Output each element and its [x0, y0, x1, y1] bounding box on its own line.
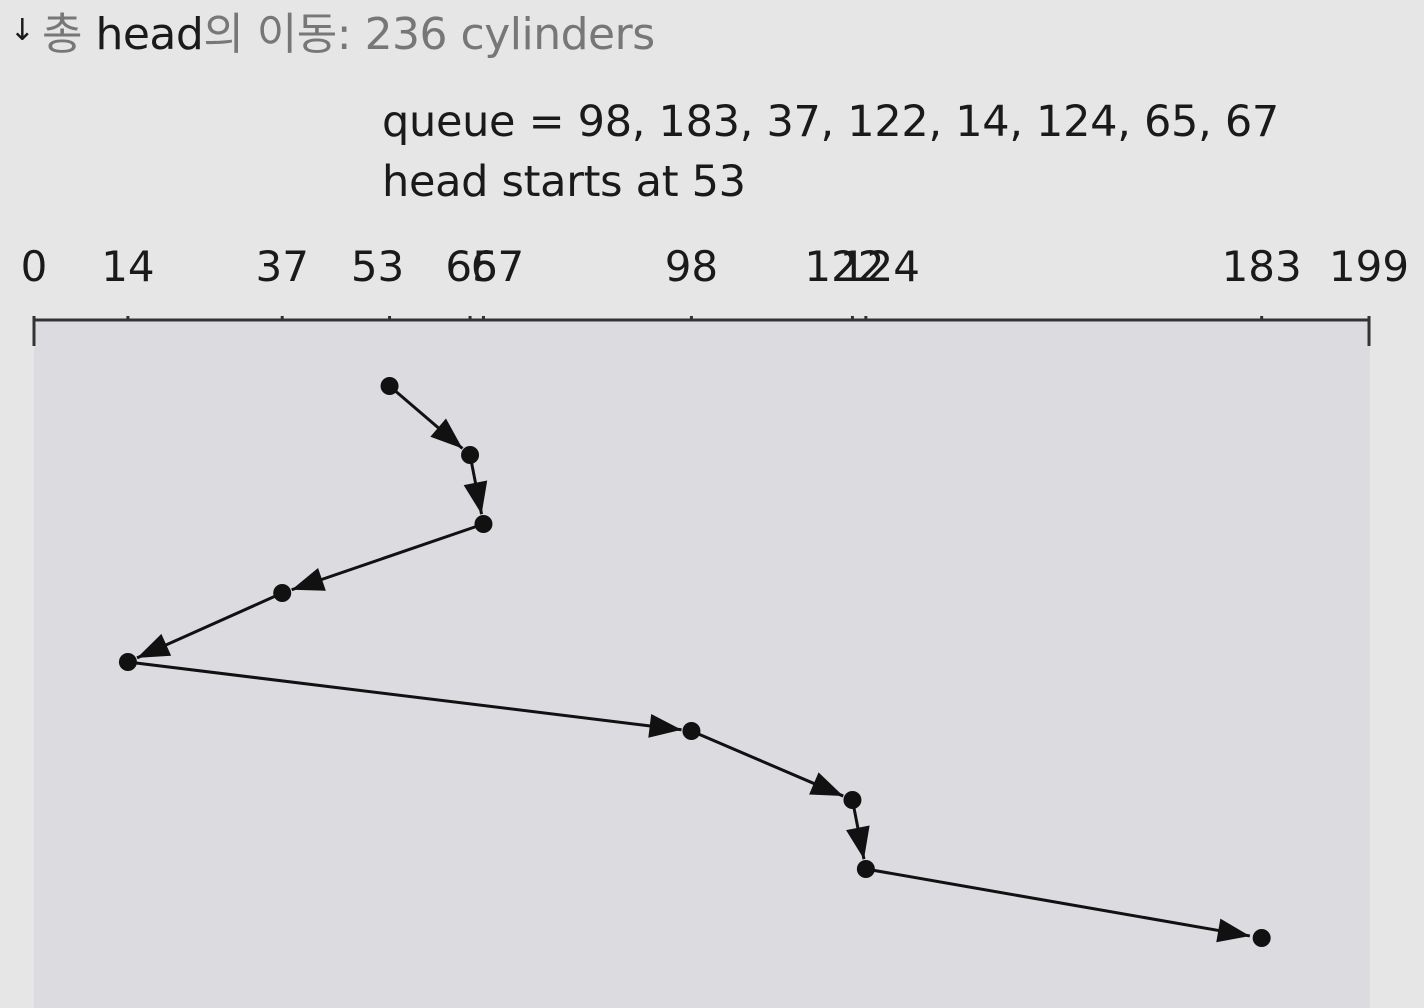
head-position-point [856, 860, 875, 878]
path-arrowhead [648, 713, 682, 738]
axis-tick-label: 14 [101, 242, 154, 291]
head-position-point [682, 722, 701, 740]
path-arrowhead [430, 418, 463, 449]
arrow-down-icon: ↓ [9, 12, 35, 48]
bullet-keyword: head [95, 9, 204, 60]
path-arrowhead [809, 772, 844, 797]
head-position-point [273, 584, 292, 602]
axis-tick-label: 199 [1329, 242, 1409, 291]
path-segment [865, 867, 1251, 938]
queue-info: queue = 98, 183, 37, 122, 14, 124, 65, 6… [382, 92, 1279, 212]
axis-tick-label: 53 [351, 242, 404, 291]
head-position-point [1252, 929, 1271, 947]
head-position-point [380, 377, 399, 395]
bullet-text: 총 head의 이동: 236 cylinders [42, 0, 655, 62]
path-arrowhead [846, 825, 870, 860]
axis-tick-label: 65 [445, 242, 498, 291]
head-position-point [474, 515, 493, 533]
axis-tick-label: 0 [21, 242, 48, 291]
path-segment [127, 660, 682, 732]
bullet-suffix: 의 이동: 236 cylinders [203, 9, 655, 60]
axis-tick-label: 183 [1222, 242, 1302, 291]
head-position-point [461, 446, 480, 464]
queue-label: queue = 98, 183, 37, 122, 14, 124, 65, 6… [382, 97, 1279, 147]
axis-tick-label: 124 [840, 242, 920, 291]
head-movement-path [118, 377, 1271, 947]
path-arrowhead [137, 633, 172, 658]
bullet-prefix: 총 [42, 9, 96, 60]
axis-tick-label: 37 [255, 242, 308, 291]
path-segment [291, 522, 484, 592]
diagram-background [34, 322, 1370, 1008]
head-position-point [118, 653, 137, 671]
head-start-label: head starts at 53 [382, 157, 746, 207]
path-arrowhead [463, 480, 488, 515]
head-position-point [843, 791, 862, 809]
axis-tick-label: 98 [665, 242, 718, 291]
path-arrowhead [291, 568, 326, 591]
path-arrowhead [1216, 918, 1250, 943]
axis-tick-label: 67 [471, 242, 524, 291]
axis-tick-label: 122 [804, 242, 884, 291]
bullet-line: ↓ 총 head의 이동: 236 cylinders [0, 2, 655, 60]
